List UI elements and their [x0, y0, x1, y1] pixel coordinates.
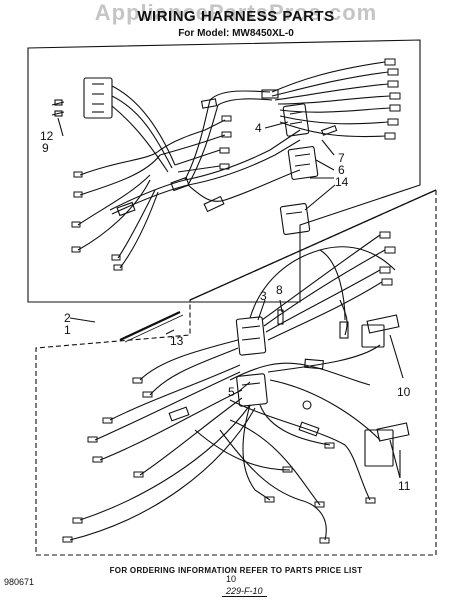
callout-3: 3	[260, 289, 267, 303]
document-code: 980671	[4, 577, 35, 587]
handwritten-stamp: 229-F-10	[222, 586, 267, 597]
callout-11: 11	[398, 479, 411, 493]
callout-12: 12	[40, 129, 54, 143]
connector-14	[279, 203, 311, 235]
connector-11	[364, 429, 394, 467]
connector-10	[361, 324, 385, 348]
callout-13: 13	[170, 334, 184, 348]
connector-3	[235, 316, 267, 356]
callout-5: 5	[228, 385, 235, 399]
connector-6	[287, 146, 319, 180]
callout-6: 6	[338, 163, 345, 177]
connector-4	[282, 103, 310, 137]
callout-7: 7	[338, 151, 345, 165]
callout-10: 10	[397, 385, 411, 399]
callout-2: 2	[64, 311, 71, 325]
ordering-info: FOR ORDERING INFORMATION REFER TO PARTS …	[109, 566, 363, 575]
callout-1: 1	[64, 323, 71, 337]
callout-4: 4	[255, 121, 262, 135]
part-13-rod	[119, 311, 181, 341]
callout-14: 14	[335, 175, 349, 189]
upper-panel-outline	[27, 39, 421, 303]
watermark: AppliancePartsPros.com	[94, 0, 378, 25]
lower-panel-outline	[35, 189, 437, 556]
callout-8: 8	[276, 283, 283, 297]
connector-block-12	[83, 77, 113, 119]
callout-9: 9	[42, 141, 49, 155]
model-subtitle: For Model: MW8450XL-0	[178, 28, 294, 39]
page-number: 10	[226, 574, 237, 584]
diagram-title: WIRING HARNESS PARTS	[137, 8, 335, 25]
